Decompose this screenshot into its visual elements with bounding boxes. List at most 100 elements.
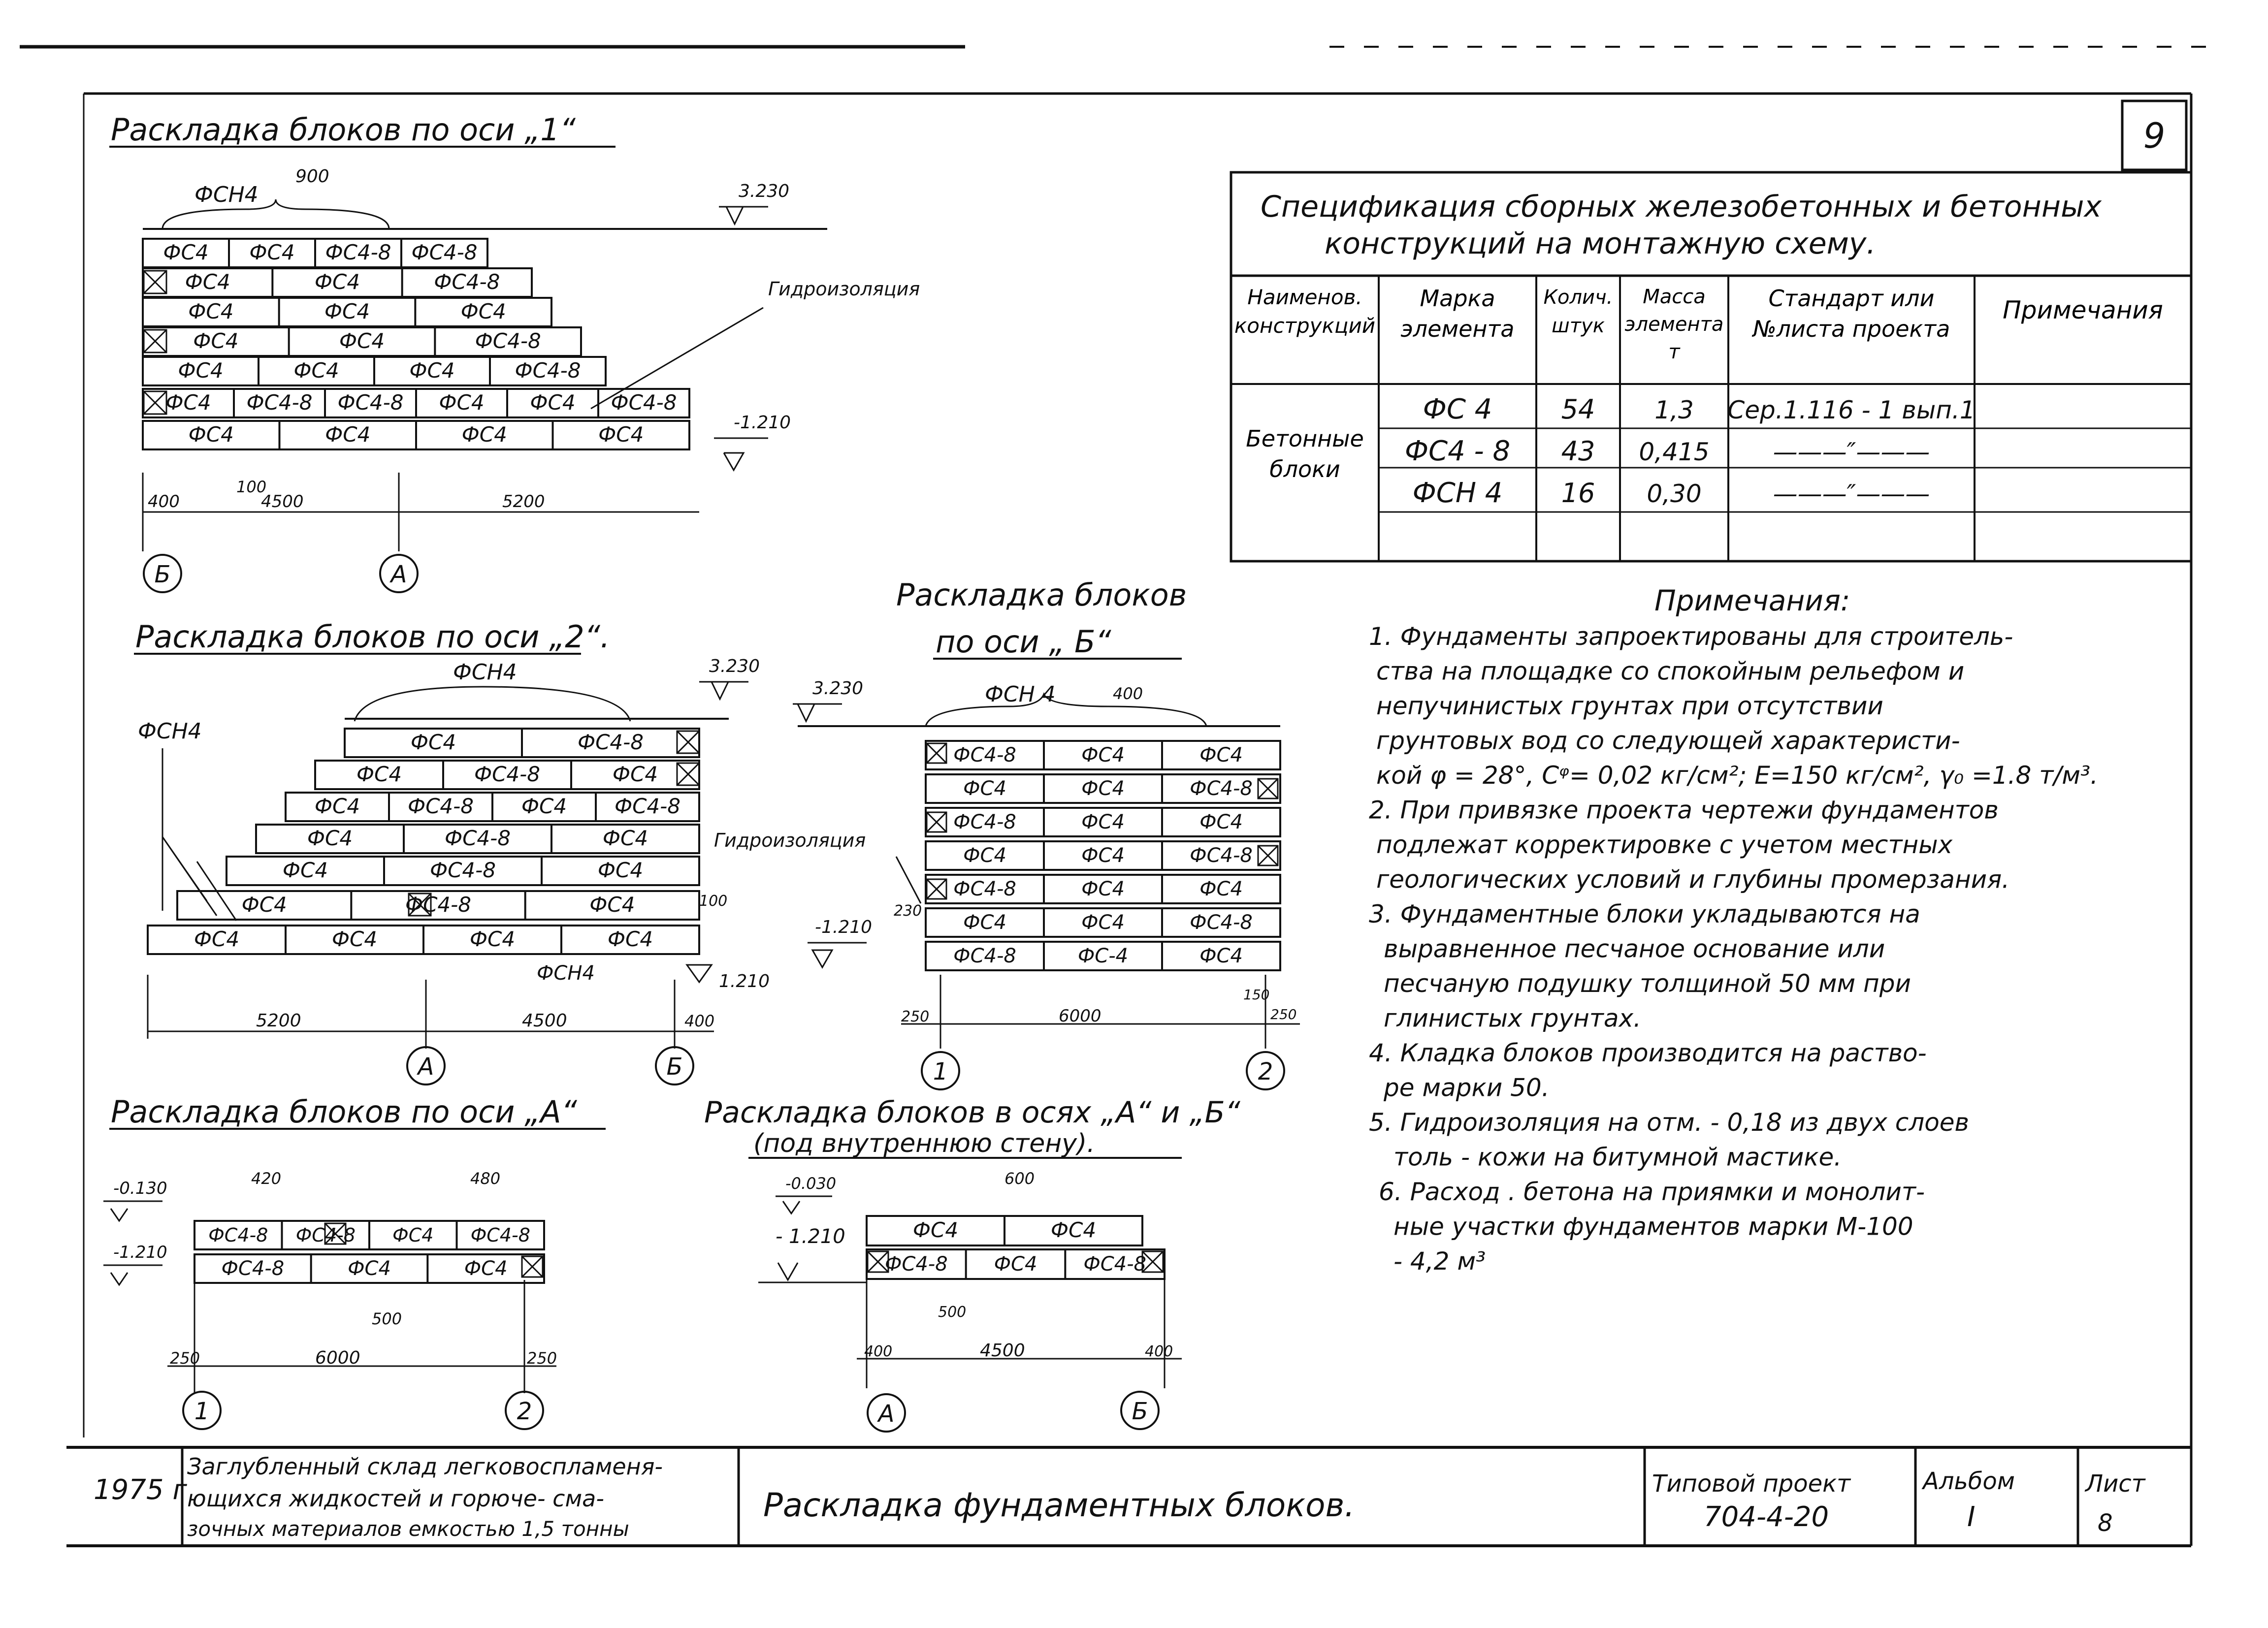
sheet-number-box: [2121, 99, 2188, 171]
axis2-top-brace: [354, 686, 631, 722]
axisb-block-label: ФС-4: [1078, 945, 1128, 967]
axisa-level-bottom: -1.210: [113, 1243, 167, 1262]
axis2-axis-b-label: Б: [667, 1053, 683, 1081]
axis1-block-label: ФС4: [293, 358, 339, 383]
axis1-block-label: ФС4: [188, 299, 233, 323]
axis2-dim-400: 400: [684, 1012, 714, 1030]
axisb-dim-230: 230: [894, 902, 922, 920]
axesab-level-bottom: - 1.210: [776, 1225, 845, 1248]
axesab-dim-600: 600: [1004, 1169, 1035, 1188]
spec-header-name: Наименов. конструкций: [1234, 285, 1375, 338]
axis1-top-level-mark: [719, 206, 768, 226]
axis2-block-label: ФС4: [608, 927, 653, 951]
spec-cell-mark: ФС 4: [1423, 393, 1492, 425]
axis1-block-label: ФС4: [339, 329, 385, 353]
axisb-axis-1-bubble: [921, 1051, 960, 1090]
axisa-dim-250-left: 250: [170, 1349, 200, 1368]
axisb-top-level: 3.230: [812, 678, 863, 699]
axis1-axis-b-bubble: [143, 554, 182, 593]
axisb-block-label: ФС4-8: [953, 878, 1016, 900]
axis2-block-label: ФС4: [470, 927, 515, 951]
axis2-top-level: 3.230: [709, 656, 760, 676]
axis2-block-label: ФС4: [315, 794, 360, 818]
axis1-course: [142, 326, 582, 357]
axisb-dim-6000: 6000: [1059, 1006, 1102, 1026]
axisa-block-label: ФС4-8: [471, 1224, 530, 1246]
axis2-block-label: ФС4: [521, 794, 567, 818]
spec-header-mass: Масса элемента т: [1625, 286, 1724, 363]
spec-cell-qty: 43: [1561, 436, 1595, 467]
spec-group: Бетонные блоки: [1246, 425, 1364, 482]
note-line: ре марки 50.: [1383, 1074, 1550, 1102]
axisb-dim-150: 150: [1243, 987, 1269, 1003]
axisb-block-label: ФС4-8: [1190, 777, 1253, 800]
axesab-dim-4500: 4500: [980, 1341, 1025, 1361]
axisa-block-label: ФС4: [348, 1257, 391, 1280]
axis1-block-label: ФС4-8: [611, 390, 677, 415]
axis2-axis-a-label: А: [417, 1053, 434, 1081]
axisb-course: [925, 740, 1281, 770]
axis1-dim-100: 100: [236, 478, 266, 496]
axisb-axis-2-bubble: [1246, 1051, 1285, 1090]
axisa-dim-250-right: 250: [527, 1349, 557, 1368]
axis2-block-label: ФС4: [613, 762, 658, 786]
axis1-block-label: ФС4-8: [411, 240, 477, 264]
axisb-course: [925, 907, 1281, 938]
axesab-axis-a-bubble: [867, 1393, 906, 1433]
axis2-block-label: ФС4: [603, 826, 648, 850]
axesab-dim-400-right: 400: [1145, 1343, 1173, 1360]
note-line: непучинистых грунтах при отсутствии: [1376, 692, 1883, 720]
axesab-level-bottom-mark: [758, 1262, 867, 1283]
axisb-top-label: ФСН 4: [985, 682, 1056, 707]
axisb-block-label: ФС4: [1081, 744, 1125, 766]
note-line: кой φ = 28°, Сᵠ= 0,02 кг/см²; Е=150 кг/с…: [1376, 761, 2098, 790]
spec-cell-standard: Сер.1.116 - 1 вып.1: [1727, 396, 1975, 424]
spec-frame: [1230, 171, 2193, 563]
axis1-block-label: ФС4: [189, 422, 234, 447]
axis1-block-label: ФС4: [325, 422, 370, 447]
title-block-year: 1975 г: [94, 1474, 187, 1506]
axesab-block-label: ФС4: [994, 1253, 1037, 1276]
note-line: песчаную подушку толщиной 50 мм при: [1384, 969, 1911, 998]
spec-header-notes: Примечания: [2003, 296, 2163, 324]
note-line: ные участки фундаментов марки М-100: [1393, 1213, 1913, 1241]
note-line: ства на площадке со спокойным рельефом и: [1376, 657, 1964, 686]
axisb-block-label: ФС4: [1199, 744, 1243, 766]
axis1-block-label: ФС4-8: [325, 240, 391, 264]
axisb-block-label: ФС4: [1199, 878, 1243, 900]
axis1-isolation: Гидроизоляция: [768, 278, 920, 300]
axis2-dim-100: 100: [699, 893, 727, 910]
spec-cell-mass: 0,30: [1647, 479, 1701, 508]
axisa-level-bottom-mark: [103, 1264, 162, 1286]
note-line: 2. При привязке проекта чертежи фундамен…: [1369, 796, 1999, 825]
axesab-dim-400-left: 400: [864, 1343, 892, 1360]
axis1-block-label: ФС4: [165, 390, 211, 415]
axisb-block-label: ФС4: [963, 777, 1006, 800]
axis2-course: [226, 856, 700, 886]
note-line: глинистых грунтах.: [1384, 1004, 1641, 1033]
axisa-level-top-mark: [103, 1200, 162, 1222]
axisb-block-label: ФС4: [1081, 911, 1125, 934]
axis1-block-label: ФС4: [439, 390, 484, 415]
axis2-block-label: ФС4-8: [430, 858, 496, 882]
axesab-course: [866, 1248, 1166, 1280]
axisb-end-cross: [926, 742, 947, 764]
title-block-project-label: Типовой проект: [1652, 1470, 1851, 1498]
spec-header-mark: Марка элемента: [1400, 285, 1514, 342]
axisb-title-2: по оси „ Б“: [936, 624, 1112, 660]
axisb-isolation-leader: [895, 856, 922, 904]
axesab-title-2: (под внутреннюю стену).: [753, 1129, 1095, 1158]
axisb-course: [925, 807, 1281, 837]
axisa-axis-1-label: 1: [194, 1398, 210, 1425]
note-line: 3. Фундаментные блоки укладываются на: [1369, 900, 1920, 928]
axis1-block-label: ФС4: [530, 390, 575, 415]
spec-cell-standard: ———″———: [1773, 479, 1930, 508]
axis2-title: Раскладка блоков по оси „2“.: [135, 619, 610, 655]
note-line: 1. Фундаменты запроектированы для строит…: [1369, 622, 2013, 651]
axisb-block-label: ФС4: [1081, 878, 1125, 900]
axis1-block-label: ФС4: [249, 240, 294, 264]
axis1-end-cross: [143, 390, 167, 415]
layout-axes-a-b: Раскладка блоков в осях „А“ и „Б“ (под в…: [704, 1095, 1241, 1433]
axis2-block-label: ФС4: [589, 893, 635, 917]
